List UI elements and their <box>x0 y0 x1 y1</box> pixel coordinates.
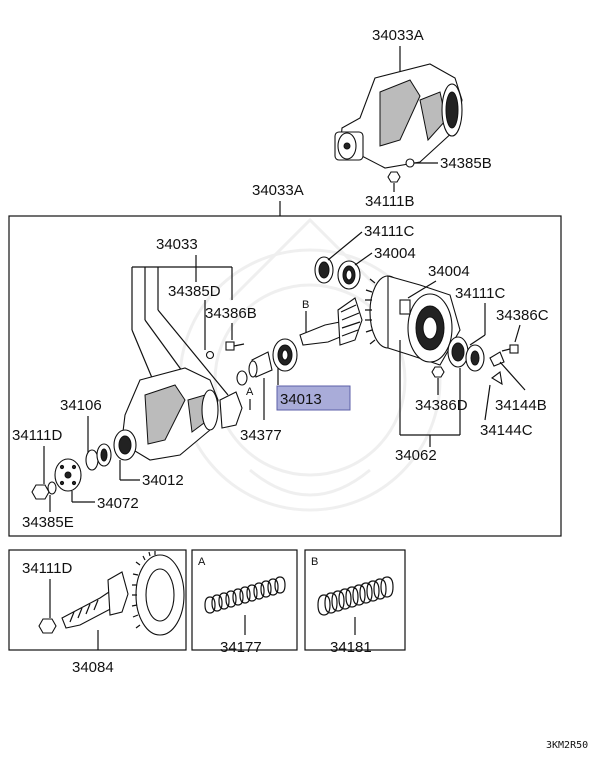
o-ring-icon <box>236 370 248 386</box>
label-34385B: 34385B <box>440 155 492 172</box>
marker-b: B <box>302 299 309 311</box>
companion-flange-34072[interactable] <box>54 458 82 492</box>
label-34144C: 34144C <box>480 422 533 439</box>
washer-icon <box>47 481 57 495</box>
label-34111C-right: 34111C <box>455 285 505 302</box>
label-34111D-bottom: 34111D <box>22 560 72 577</box>
label-34004-right: 34004 <box>428 263 470 280</box>
bolt-34386B-icon <box>225 341 245 351</box>
label-34062: 34062 <box>395 447 437 464</box>
carrier-housing-34033[interactable] <box>113 367 219 461</box>
bearing-34004-right[interactable] <box>447 336 469 368</box>
label-34386D: 34386D <box>415 397 468 414</box>
shim-set-34181[interactable] <box>317 576 394 616</box>
label-34106: 34106 <box>60 397 102 414</box>
nut-34111D-bottom-icon <box>38 618 57 634</box>
differential-case-34062[interactable] <box>365 275 461 366</box>
box-marker-b: B <box>311 556 318 568</box>
label-34386C: 34386C <box>496 307 549 324</box>
frame-34177 <box>191 549 298 651</box>
plug-34385B-icon <box>405 158 415 168</box>
plug-34385D-icon <box>205 350 215 360</box>
diagram-code: 3KM2R50 <box>546 740 588 751</box>
spacer-set-34177[interactable] <box>204 576 286 614</box>
label-34385D: 34385D <box>168 283 221 300</box>
nut-34111B-icon <box>387 171 401 183</box>
label-34385E: 34385E <box>22 514 74 531</box>
bolt-34386D-icon <box>431 366 445 378</box>
marker-a: A <box>246 386 254 398</box>
label-34177: 34177 <box>220 639 262 656</box>
bearing-34004-34111C-top[interactable] <box>314 256 361 290</box>
label-34013: 34013 <box>280 391 322 408</box>
label-34111B: 34111B <box>365 193 415 210</box>
lock-plate-34144B-icon <box>489 351 505 386</box>
box-marker-a: A <box>198 556 206 568</box>
label-34012: 34012 <box>142 472 184 489</box>
label-34111D-left: 34111D <box>12 427 62 444</box>
label-34181: 34181 <box>330 639 372 656</box>
label-34111C-top: 34111C <box>364 223 414 240</box>
pinion-bearing-34013[interactable] <box>272 338 298 372</box>
label-34033A-box: 34033A <box>252 182 304 199</box>
frame-34181 <box>304 549 406 651</box>
label-34084: 34084 <box>72 659 114 676</box>
ring-pinion-gear-34084[interactable] <box>61 551 185 636</box>
label-34377: 34377 <box>240 427 282 444</box>
nut-34111D-left-icon <box>31 484 50 500</box>
drive-pinion-gear[interactable] <box>299 297 363 346</box>
label-34072: 34072 <box>97 495 139 512</box>
bearing-34111C-right[interactable] <box>465 344 485 372</box>
label-34004-top: 34004 <box>374 245 416 262</box>
cover-gasket <box>219 391 243 429</box>
bolt-34386C-icon <box>501 344 519 354</box>
label-34033A-top: 34033A <box>372 27 424 44</box>
assembly-frame <box>8 215 562 537</box>
differential-carrier-assembly[interactable] <box>334 63 463 169</box>
label-34033: 34033 <box>156 236 198 253</box>
label-34144B: 34144B <box>495 397 547 414</box>
oil-seal-34106[interactable] <box>85 443 112 471</box>
spacer-34377[interactable] <box>248 351 273 378</box>
highlight-34013[interactable] <box>276 385 351 411</box>
label-34386B: 34386B <box>205 305 257 322</box>
watermark-emblem <box>178 217 442 512</box>
